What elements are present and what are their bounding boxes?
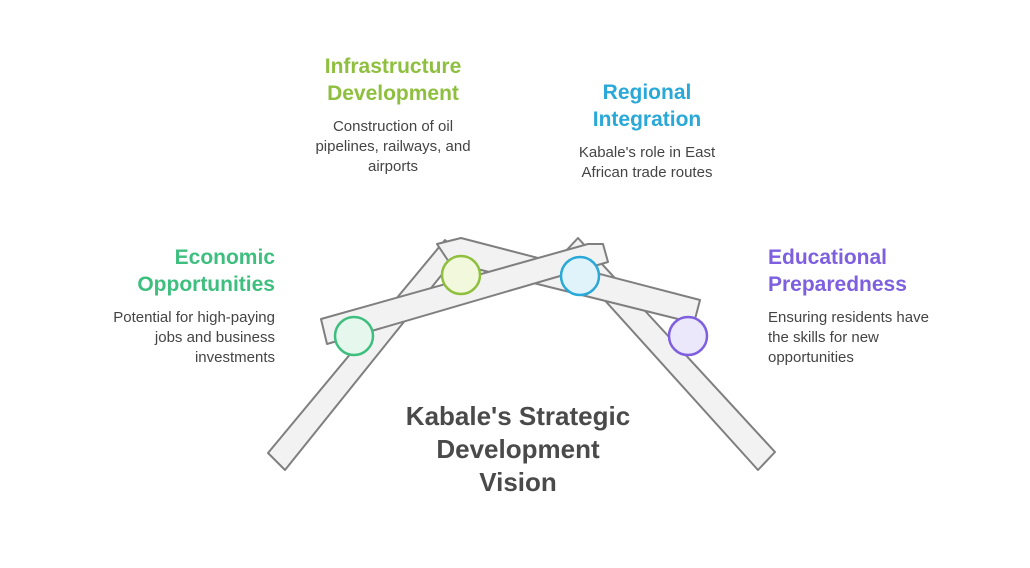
infrastructure-description: Construction of oil pipelines, railways,… [315, 118, 471, 175]
regional-description: Kabale's role in East African trade rout… [578, 144, 716, 181]
educational-description: Ensuring residents have the skills for n… [768, 309, 929, 366]
educational-heading: Educational Preparedness [768, 246, 907, 296]
dot-economic [333, 315, 375, 357]
economic-heading: Economic Opportunities [137, 246, 275, 296]
economic-block: Economic Opportunities Potential for hig… [60, 244, 275, 368]
educational-block: Educational Preparedness Ensuring reside… [768, 244, 988, 368]
dot-infrastructure [440, 254, 482, 296]
regional-heading: Regional Integration [592, 81, 702, 131]
regional-block: Regional Integration Kabale's role in Ea… [537, 79, 757, 183]
diagram-title: Kabale's Strategic Development Vision [405, 401, 631, 497]
dot-regional [559, 255, 601, 297]
infrastructure-block: Infrastructure Development Construction … [283, 53, 503, 177]
infrastructure-heading: Infrastructure Development [324, 55, 462, 105]
dot-educational [667, 315, 709, 357]
economic-description: Potential for high-paying jobs and busin… [113, 309, 275, 366]
